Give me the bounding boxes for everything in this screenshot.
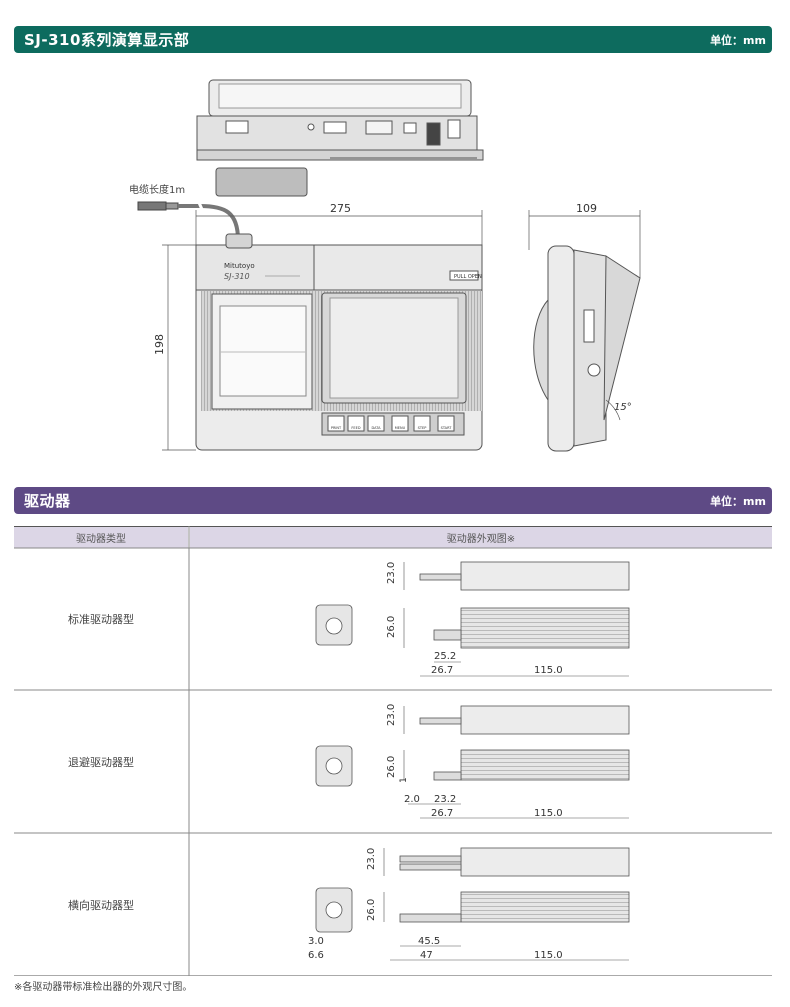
drive-section-title: 驱动器 bbox=[24, 492, 71, 510]
standard-drive-drawing bbox=[315, 561, 630, 677]
drive-section-header: 驱动器 单位：mm bbox=[14, 487, 772, 514]
transverse-drive-drawing bbox=[315, 847, 630, 961]
ret-h-top: 23.0 bbox=[386, 704, 397, 726]
std-d1: 25.2 bbox=[434, 651, 456, 662]
keypad-label-data: DATA bbox=[371, 426, 381, 430]
ret-d1: 23.2 bbox=[434, 794, 456, 805]
top-view bbox=[196, 79, 484, 197]
trv-h-bot: 26.0 bbox=[366, 899, 377, 921]
front-view: PULL OPEN Mitutoyo SJ-310 PRINT FEED DATA M… bbox=[195, 233, 483, 451]
std-h-top: 23.0 bbox=[386, 562, 397, 584]
cable: 电缆长度1m bbox=[129, 183, 240, 241]
retract-drive-drawing bbox=[315, 705, 630, 819]
trv-a2: 6.6 bbox=[308, 950, 324, 961]
trv-d2: 47 bbox=[420, 950, 433, 961]
display-unit-drawing: 电缆长度1m PULL OPEN Mitutoyo SJ-310 PRIN bbox=[129, 79, 641, 452]
trv-h-top: 23.0 bbox=[366, 848, 377, 870]
pull-open-label: PULL OPEN bbox=[454, 274, 482, 280]
display-section-title: SJ-310系列演算显示部 bbox=[24, 31, 190, 49]
std-h-bot: 26.0 bbox=[386, 616, 397, 638]
height-dim: 198 bbox=[153, 334, 166, 355]
std-d2: 26.7 bbox=[431, 665, 453, 676]
std-len: 115.0 bbox=[534, 665, 563, 676]
ret-len: 115.0 bbox=[534, 808, 563, 819]
keypad-label-menu: MENU bbox=[395, 426, 406, 430]
col-head-view: 驱动器外观图※ bbox=[190, 526, 772, 548]
trv-a1: 3.0 bbox=[308, 936, 324, 947]
display-section-header: SJ-310系列演算显示部 单位：mm bbox=[14, 26, 772, 53]
drive-table: 驱动器类型 驱动器外观图※ 标准驱动器型 退避驱动器型 横向驱动器型 bbox=[14, 526, 772, 976]
keypad-label-print: PRINT bbox=[331, 426, 342, 430]
trv-d1: 45.5 bbox=[418, 936, 440, 947]
ret-h-bot: 26.0 bbox=[386, 756, 397, 778]
row-label-retract: 退避驱动器型 bbox=[68, 755, 134, 769]
trv-len: 115.0 bbox=[534, 950, 563, 961]
ret-d-small: 2.0 bbox=[404, 794, 420, 805]
keypad-label-start: START bbox=[441, 426, 453, 430]
footnote: ※各驱动器带标准检出器的外观尺寸图。 bbox=[14, 982, 193, 993]
keypad-label-feed: FEED bbox=[351, 426, 360, 430]
width-dim: 275 bbox=[330, 202, 351, 215]
drive-section-unit: 单位：mm bbox=[710, 494, 766, 508]
ret-d2: 26.7 bbox=[431, 808, 453, 819]
front-dimensions bbox=[162, 210, 483, 451]
keypad: PRINT FEED DATA MENU STEP START bbox=[327, 415, 455, 432]
row-label-standard: 标准驱动器型 bbox=[68, 613, 134, 626]
drive-drawings: 23.0 26.0 25.2 26.7 115.0 23.0 26.0 1 2.… bbox=[14, 526, 772, 976]
col-head-type: 驱动器类型 bbox=[14, 526, 188, 548]
keypad-label-step: STEP bbox=[418, 426, 427, 430]
ret-d0: 1 bbox=[399, 777, 409, 783]
display-section-unit: 单位：mm bbox=[710, 33, 766, 47]
model-label: SJ-310 bbox=[224, 272, 250, 281]
row-label-transverse: 横向驱动器型 bbox=[68, 898, 134, 912]
side-view bbox=[533, 245, 641, 452]
side-dimensions bbox=[528, 210, 641, 421]
depth-dim: 109 bbox=[576, 202, 597, 215]
angle-dim: 15° bbox=[614, 402, 632, 413]
brand-label: Mitutoyo bbox=[224, 262, 255, 270]
cable-length-label: 电缆长度1m bbox=[129, 183, 185, 196]
